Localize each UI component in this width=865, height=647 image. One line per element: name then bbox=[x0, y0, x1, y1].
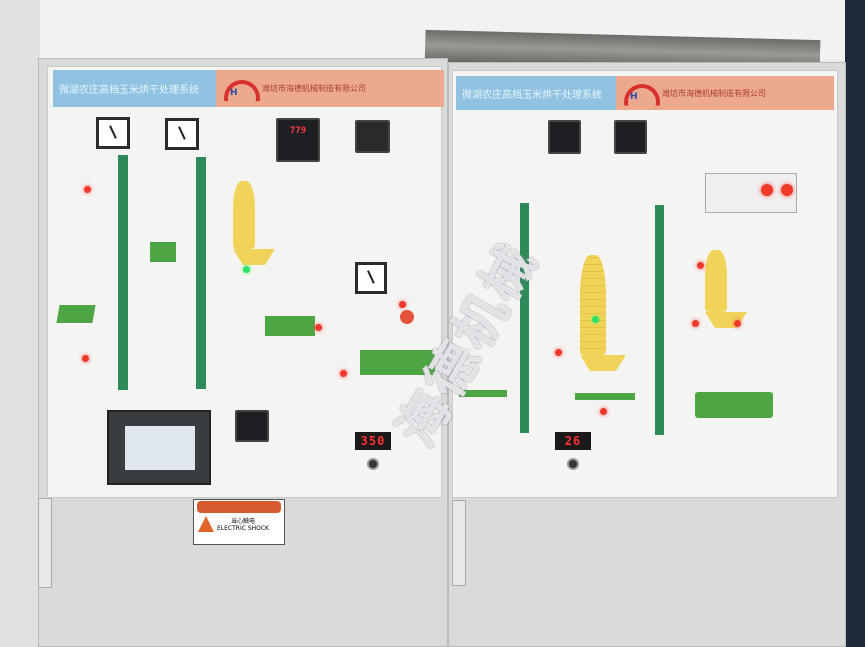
hmi-touchscreen[interactable] bbox=[107, 410, 211, 485]
bucket-elevator bbox=[655, 205, 664, 435]
company-logo-icon: H bbox=[224, 80, 252, 98]
temperature-controller bbox=[355, 120, 390, 153]
dryer-tower bbox=[580, 255, 626, 371]
digital-display: 26 bbox=[555, 432, 591, 450]
hmi-screen[interactable] bbox=[125, 426, 195, 470]
storage-silo bbox=[705, 250, 747, 328]
temperature-controller bbox=[614, 120, 647, 154]
conveyor bbox=[575, 393, 635, 400]
indicator-lamp bbox=[243, 266, 250, 273]
warning-title: 当心触电 bbox=[230, 518, 255, 525]
bucket-elevator bbox=[520, 203, 529, 433]
temperature-controller: 779 bbox=[276, 118, 320, 162]
warning-text: ELECTRIC SHOCK bbox=[217, 525, 269, 532]
left-panel-title: 微湖农庄高档玉米烘干处理系统 bbox=[53, 70, 216, 107]
warning-triangle-icon bbox=[198, 516, 214, 532]
wall-right bbox=[845, 0, 865, 647]
emergency-button[interactable] bbox=[781, 184, 793, 196]
fan-icon bbox=[400, 310, 414, 324]
digital-display: 350 bbox=[355, 432, 391, 450]
wall-left bbox=[0, 0, 40, 647]
temperature-controller bbox=[235, 410, 269, 442]
company-name: 潍坊市海德机械制造有限公司 bbox=[262, 84, 366, 93]
indicator-lamp bbox=[555, 349, 562, 356]
temperature-controller bbox=[548, 120, 581, 154]
door-handle[interactable] bbox=[38, 498, 52, 588]
right-panel-company-banner: H 潍坊市海德机械制造有限公司 bbox=[616, 76, 834, 110]
door-handle[interactable] bbox=[452, 500, 466, 586]
indicator-lamp bbox=[734, 320, 741, 327]
company-name: 潍坊市海德机械制造有限公司 bbox=[662, 88, 766, 98]
indicator-lamp bbox=[697, 262, 704, 269]
ammeter-gauge bbox=[165, 118, 199, 150]
indicator-lamp bbox=[592, 316, 599, 323]
right-panel-title: 微湖农庄高档玉米烘干处理系统 bbox=[456, 76, 616, 110]
indicator-lamp bbox=[340, 370, 347, 377]
bucket-elevator bbox=[118, 155, 128, 390]
company-logo-icon: H bbox=[624, 84, 652, 102]
potentiometer-knob[interactable] bbox=[567, 458, 579, 470]
screening-machine bbox=[265, 316, 315, 336]
indicator-lamp bbox=[692, 320, 699, 327]
ammeter-gauge bbox=[96, 117, 130, 149]
intake-hopper bbox=[56, 305, 96, 323]
cleaner-machine bbox=[150, 242, 176, 262]
indicator-lamp bbox=[315, 324, 322, 331]
indicator-lamp bbox=[82, 355, 89, 362]
emergency-button[interactable] bbox=[761, 184, 773, 196]
indicator-lamp bbox=[600, 408, 607, 415]
left-panel-company-banner: H 潍坊市海德机械制造有限公司 bbox=[216, 70, 444, 107]
conveyor-system bbox=[360, 350, 435, 375]
grain-truck bbox=[695, 392, 773, 418]
potentiometer-knob[interactable] bbox=[367, 458, 379, 470]
indicator-lamp bbox=[399, 301, 406, 308]
voltmeter-gauge bbox=[355, 262, 387, 294]
bucket-elevator bbox=[196, 157, 206, 389]
dryer-silo bbox=[233, 181, 275, 265]
conveyor bbox=[459, 390, 507, 397]
indicator-lamp bbox=[84, 186, 91, 193]
control-switch-group bbox=[705, 173, 797, 213]
